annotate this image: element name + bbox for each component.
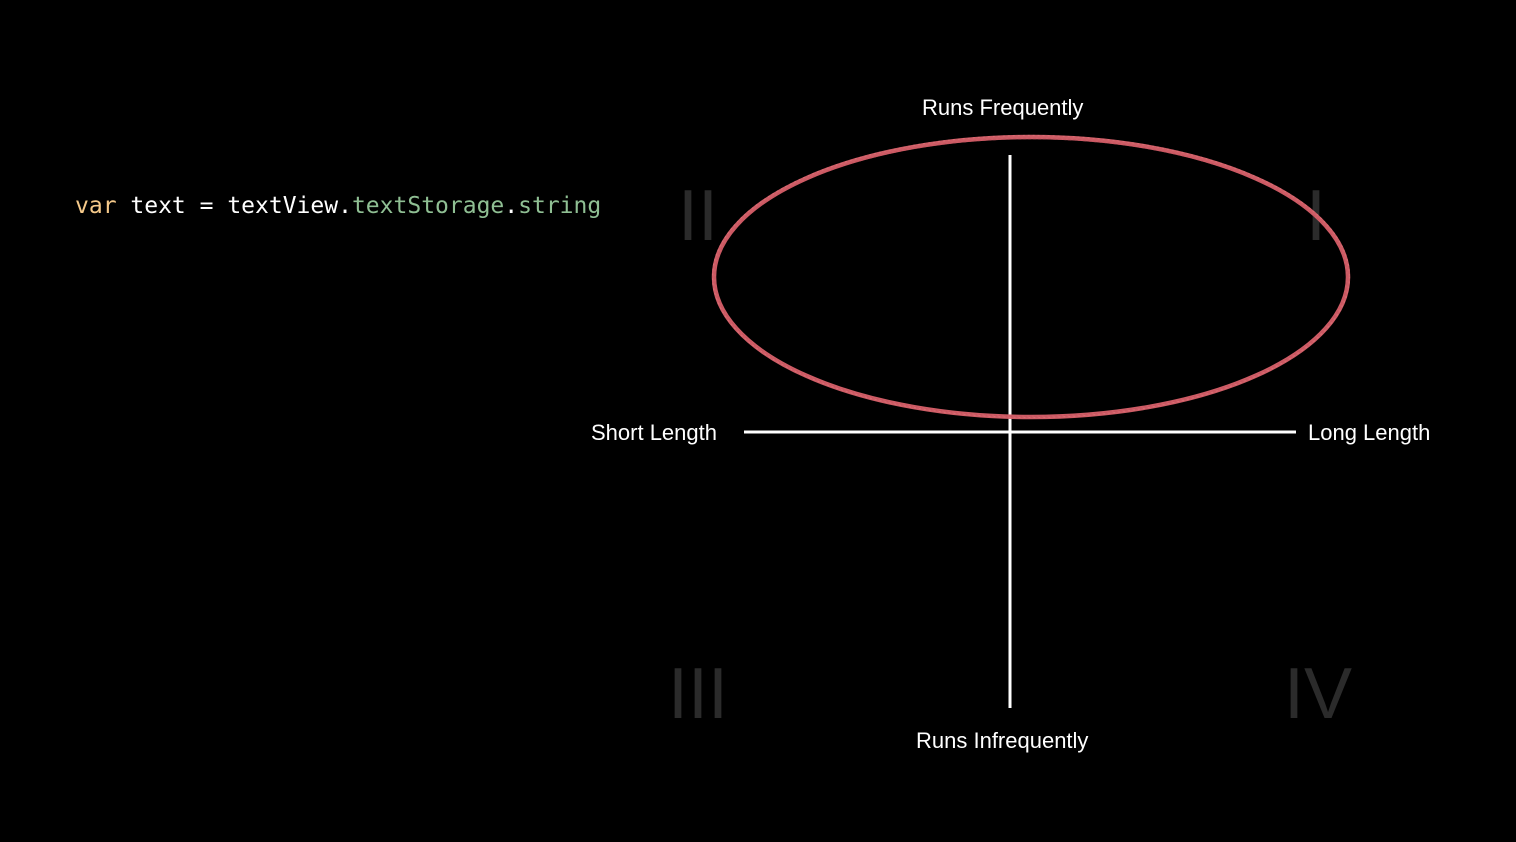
highlight-ellipse — [711, 134, 1351, 420]
code-keyword: var — [75, 193, 117, 219]
axis-label-top: Runs Frequently — [922, 95, 1084, 120]
quadrant-label-iv: IV — [1284, 654, 1353, 734]
axis-label-left: Short Length — [591, 420, 717, 445]
axis-label-bottom: Runs Infrequently — [916, 728, 1089, 753]
axis-label-right: Long Length — [1308, 420, 1431, 445]
code-variable: text = textView. — [116, 193, 352, 219]
code-property-textstorage: textStorage — [351, 193, 505, 219]
code-snippet: var text = textView.textStorage.string — [75, 190, 601, 222]
code-property-string: string — [518, 193, 602, 219]
code-dot: . — [504, 193, 519, 219]
quadrant-label-iii: III — [668, 654, 729, 734]
quadrant-label-ii: II — [678, 176, 719, 256]
